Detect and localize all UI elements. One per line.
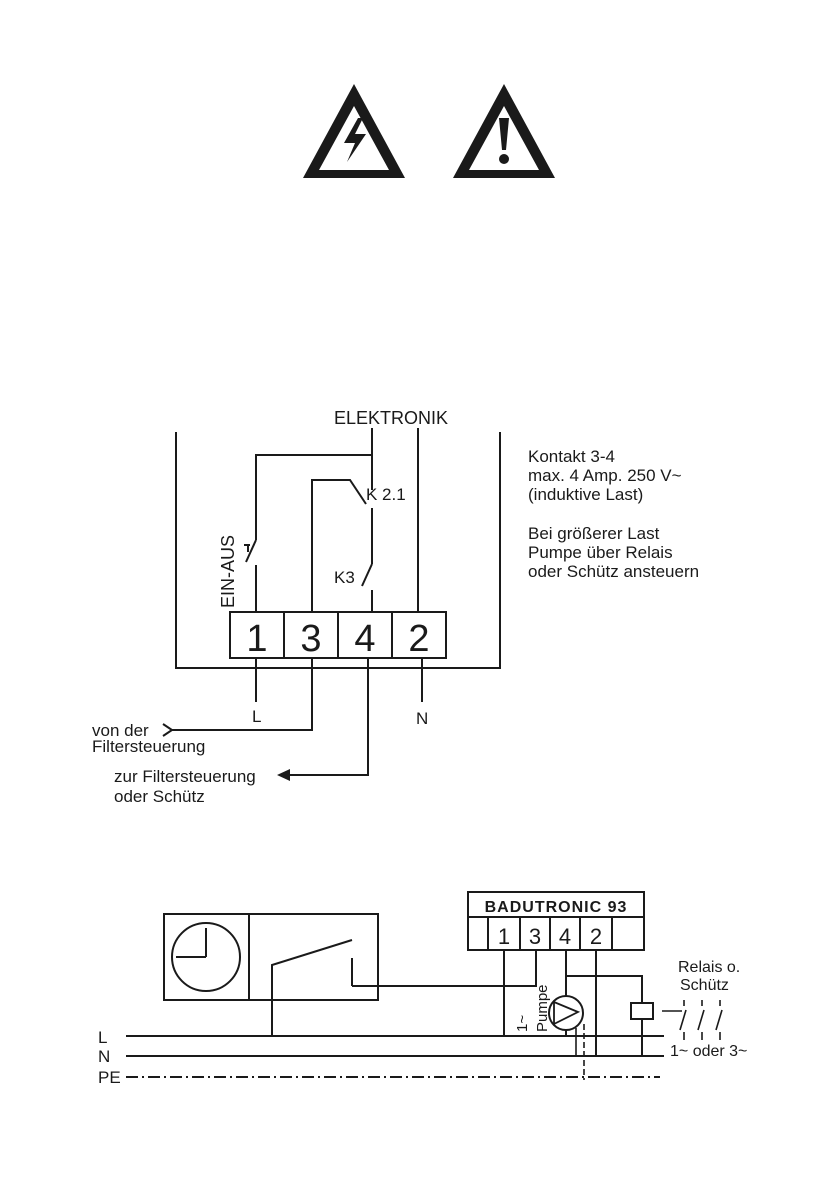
lower-terminal-1: 1 [498, 924, 510, 949]
electronics-label: ELEKTRONIK [334, 408, 448, 428]
upper-wiring [244, 428, 418, 612]
general-warning-icon [453, 84, 555, 178]
terminal-2: 2 [408, 618, 429, 660]
lower-terminal-4: 4 [559, 924, 571, 949]
lower-terminal-2: 2 [590, 924, 602, 949]
pump-phase-label: 1~ [514, 1015, 531, 1032]
output-label-line1: zur Filtersteuerung [114, 767, 256, 786]
rail-n-label: N [98, 1047, 110, 1066]
lower-terminal-3: 3 [529, 924, 541, 949]
note-line5: Pumpe über Relais [528, 543, 673, 562]
terminal-4: 4 [354, 618, 375, 660]
phase-label: 1~ oder 3~ [670, 1043, 747, 1060]
relay-label-line2: Schütz [680, 977, 729, 994]
note-line4: Bei größerer Last [528, 524, 660, 543]
rail-pe-label: PE [98, 1068, 121, 1087]
relay-label-line1: Relais o. [678, 959, 740, 976]
external-wiring [163, 658, 422, 781]
terminal-1: 1 [246, 618, 267, 660]
pump-label: Pumpe [534, 984, 551, 1032]
note-line1: Kontakt 3-4 [528, 447, 615, 466]
output-label-line2: oder Schütz [114, 787, 205, 806]
rail-l-label: L [98, 1028, 107, 1047]
contact-note: Kontakt 3-4 max. 4 Amp. 250 V~ (induktiv… [528, 447, 699, 581]
terminal-3: 3 [300, 618, 321, 660]
relay-k21-label: K 2.1 [366, 485, 406, 504]
neutral-label: N [416, 709, 428, 728]
device-title: BADUTRONIC 93 [485, 899, 628, 916]
note-line6: oder Schütz ansteuern [528, 562, 699, 581]
line-label: L [252, 707, 261, 726]
note-line3: (induktive Last) [528, 485, 643, 504]
input-label-line2: Filtersteuerung [92, 737, 205, 756]
note-line2: max. 4 Amp. 250 V~ [528, 466, 682, 485]
switch-label: EIN-AUS [218, 535, 238, 608]
relay-k3-label: K3 [334, 568, 355, 587]
high-voltage-warning-icon [303, 84, 405, 178]
